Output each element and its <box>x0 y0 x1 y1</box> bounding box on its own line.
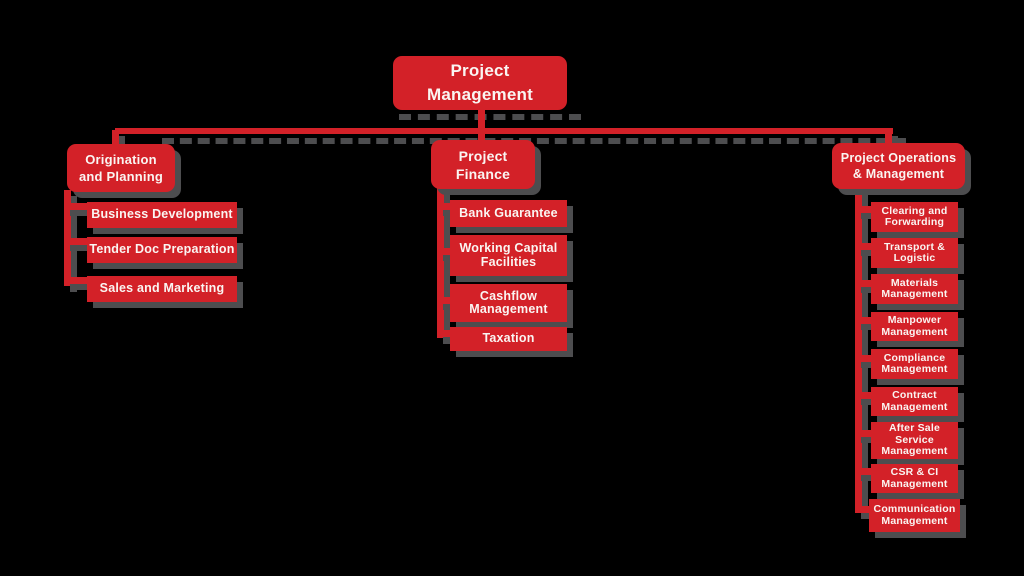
connector-stub <box>64 203 90 210</box>
node-communication-management: Communication Management <box>869 499 960 532</box>
connector-stub <box>855 317 877 324</box>
connector-stub <box>855 430 877 437</box>
branch-3-vertical-connector <box>855 188 862 513</box>
connector-stub <box>437 297 457 304</box>
connector-stub <box>855 280 877 287</box>
node-origination-and-planning: Origination and Planning <box>67 144 175 192</box>
connector-stub <box>855 468 877 475</box>
node-project-operations-management: Project Operations & Management <box>832 143 965 189</box>
connector-stub <box>855 355 877 362</box>
branch-1-drop-connector <box>112 130 119 148</box>
connector-stub <box>855 392 877 399</box>
node-manpower-management: Manpower Management <box>871 312 958 341</box>
node-taxation: Taxation <box>450 327 567 351</box>
node-bank-guarantee: Bank Guarantee <box>450 200 567 227</box>
connector-stub <box>855 506 877 513</box>
connector-stub <box>64 277 90 284</box>
node-project-finance: Project Finance <box>431 140 535 189</box>
node-after-sale-service-management: After Sale Service Management <box>871 422 958 459</box>
connector-stub <box>64 238 90 245</box>
node-sales-and-marketing: Sales and Marketing <box>87 276 237 302</box>
connector-stub <box>437 248 457 255</box>
connector-stub <box>437 203 457 210</box>
node-transport-logistic: Transport & Logistic <box>871 238 958 268</box>
connector-stub <box>855 243 877 250</box>
node-contract-management: Contract Management <box>871 387 958 416</box>
main-horizontal-connector <box>115 128 893 134</box>
node-csr-ci-management: CSR & CI Management <box>871 464 958 493</box>
main-horizontal-line-shadow <box>162 138 906 144</box>
root-box-shadow <box>399 114 581 120</box>
node-cashflow-management: Cashflow Management <box>450 284 567 322</box>
node-working-capital-facilities: Working Capital Facilities <box>450 235 567 276</box>
branch-2-vertical-connector <box>437 188 444 338</box>
branch-3-drop-connector <box>885 130 892 150</box>
connector-stub <box>437 330 457 337</box>
root-connector-stub <box>478 108 485 144</box>
node-tender-doc-preparation: Tender Doc Preparation <box>87 237 237 263</box>
node-project-management: Project Management <box>393 56 567 110</box>
node-compliance-management: Compliance Management <box>871 349 958 379</box>
node-clearing-and-forwarding: Clearing and Forwarding <box>871 202 958 232</box>
connector-stub <box>855 206 877 213</box>
node-business-development: Business Development <box>87 202 237 228</box>
node-materials-management: Materials Management <box>871 274 958 304</box>
